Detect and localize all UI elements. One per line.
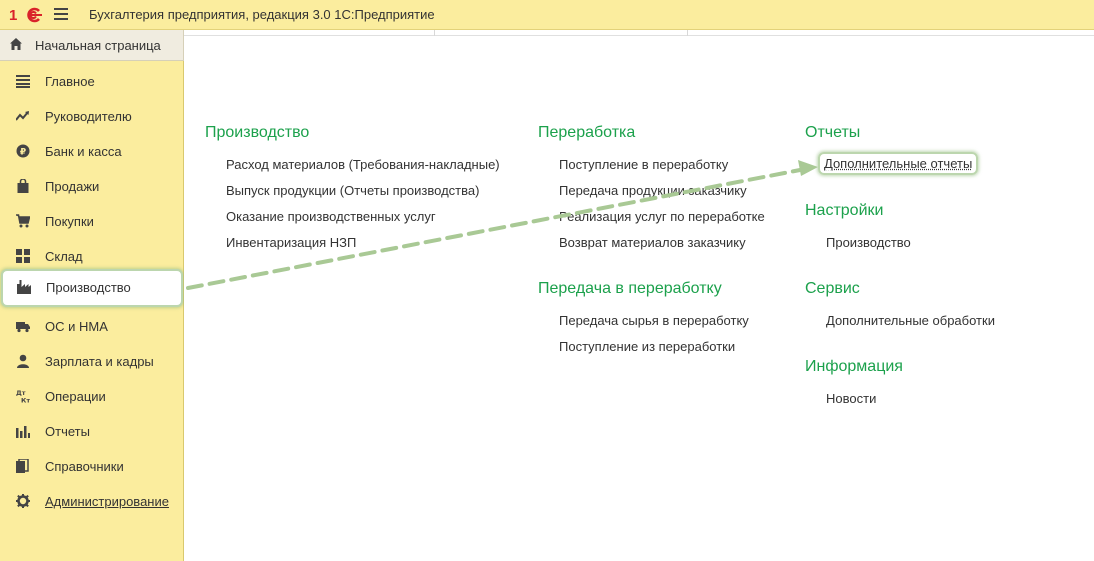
group-title-reports: Отчеты	[805, 124, 861, 141]
sidebar-item-reports[interactable]: Отчеты	[0, 413, 184, 448]
sidebar-item-label: Руководителю	[45, 109, 132, 124]
gear-icon	[16, 494, 30, 508]
tab-separator	[434, 30, 435, 36]
sidebar-item-label: Зарплата и кадры	[45, 354, 154, 369]
truck-icon	[16, 322, 30, 333]
group-title-settings: Настройки	[805, 202, 884, 219]
group-title-processing: Переработка	[538, 124, 636, 141]
sidebar-item-production[interactable]: Производство	[1, 269, 183, 307]
link-production-services[interactable]: Оказание производственных услуг	[226, 209, 436, 224]
home-page-label: Начальная страница	[35, 38, 161, 53]
cart-icon	[16, 214, 30, 228]
sidebar-item-label: Покупки	[45, 214, 94, 229]
tab-separator	[687, 30, 688, 36]
svg-text:Кт: Кт	[21, 397, 30, 404]
bag-icon	[17, 179, 29, 193]
svg-text:Дт: Дт	[16, 389, 26, 397]
sidebar: Главное Руководителю ₽ Банк и касса Прод…	[0, 61, 184, 561]
link-product-output[interactable]: Выпуск продукции (Отчеты производства)	[226, 183, 480, 198]
sidebar-item-label: Администрирование	[45, 494, 169, 509]
group-title-production: Производство	[205, 124, 310, 141]
main-menu-icon[interactable]	[54, 8, 68, 20]
home-icon	[10, 38, 22, 50]
svg-text:1: 1	[9, 7, 17, 24]
group-title-info: Информация	[805, 358, 903, 375]
sidebar-item-manager[interactable]: Руководителю	[0, 98, 184, 133]
link-receipt-from-processing[interactable]: Поступление из переработки	[559, 339, 736, 354]
group-title-service: Сервис	[805, 280, 860, 297]
group-title-transfer-processing: Передача в переработку	[538, 280, 722, 297]
1c-logo-icon[interactable]: 1	[9, 6, 43, 24]
sidebar-item-operations[interactable]: Дт Кт Операции	[0, 378, 184, 413]
sidebar-item-label: Отчеты	[45, 424, 90, 439]
sidebar-item-sales[interactable]: Продажи	[0, 168, 184, 203]
sidebar-item-fixed-assets[interactable]: ОС и НМА	[0, 308, 184, 343]
sidebar-item-label: Банк и касса	[45, 144, 122, 159]
link-additional-reports[interactable]: Дополнительные отчеты	[818, 152, 979, 175]
sidebar-item-salary[interactable]: Зарплата и кадры	[0, 343, 184, 378]
sidebar-item-label: Справочники	[45, 459, 124, 474]
bar-chart-icon	[16, 426, 30, 438]
sidebar-item-label: ОС и НМА	[45, 319, 108, 334]
sidebar-item-label: Продажи	[45, 179, 100, 194]
sidebar-item-label: Главное	[45, 74, 95, 89]
trend-icon	[16, 111, 29, 121]
sidebar-item-warehouse[interactable]: Склад	[0, 238, 184, 273]
link-wip-inventory[interactable]: Инвентаризация НЗП	[226, 235, 357, 250]
sidebar-item-main[interactable]: Главное	[0, 63, 184, 98]
person-icon	[17, 354, 29, 368]
sidebar-item-purchases[interactable]: Покупки	[0, 203, 184, 238]
tab-strip	[184, 30, 1094, 36]
factory-icon	[17, 280, 31, 294]
sidebar-item-label: Операции	[45, 389, 106, 404]
main-content: Производство Расход материалов (Требован…	[184, 36, 1094, 561]
books-icon	[16, 459, 29, 473]
grid-icon	[16, 249, 30, 263]
svg-text:₽: ₽	[20, 148, 26, 158]
link-product-transfer-customer[interactable]: Передача продукции заказчику	[559, 183, 747, 198]
coin-icon: ₽	[16, 144, 30, 158]
sidebar-item-bank[interactable]: ₽ Банк и касса	[0, 133, 184, 168]
dt-kt-icon: Дт Кт	[16, 389, 30, 403]
sidebar-item-label: Производство	[46, 280, 131, 295]
sidebar-item-label: Склад	[45, 249, 83, 264]
app-title: Бухгалтерия предприятия, редакция 3.0 1С…	[89, 7, 435, 22]
link-receipt-to-processing[interactable]: Поступление в переработку	[559, 157, 729, 172]
link-raw-transfer-processing[interactable]: Передача сырья в переработку	[559, 313, 749, 328]
link-additional-processing[interactable]: Дополнительные обработки	[826, 313, 995, 328]
link-additional-reports-text: Дополнительные отчеты	[824, 156, 973, 171]
home-page-button[interactable]: Начальная страница	[0, 30, 184, 61]
sidebar-item-administration[interactable]: Администрирование	[0, 483, 184, 518]
link-material-consumption[interactable]: Расход материалов (Требования-накладные)	[226, 157, 500, 172]
link-settings-production[interactable]: Производство	[826, 235, 911, 250]
sidebar-item-references[interactable]: Справочники	[0, 448, 184, 483]
list-icon	[16, 75, 30, 88]
link-processing-services-sale[interactable]: Реализация услуг по переработке	[559, 209, 765, 224]
title-bar: 1 Бухгалтерия предприятия, редакция 3.0 …	[0, 0, 1094, 30]
link-material-return-customer[interactable]: Возврат материалов заказчику	[559, 235, 746, 250]
link-news[interactable]: Новости	[826, 391, 877, 406]
